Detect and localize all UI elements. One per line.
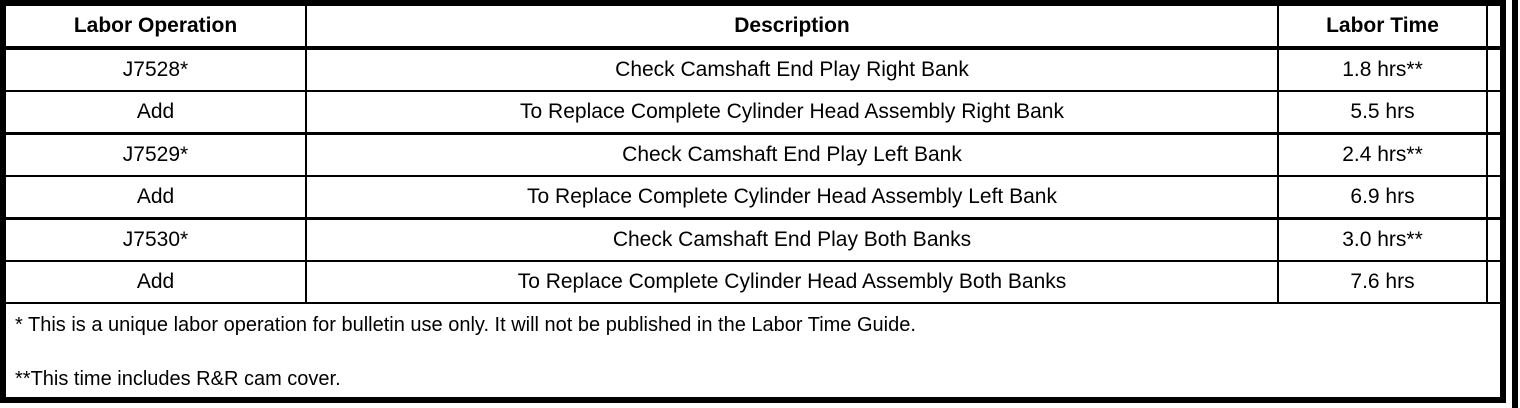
table-row: J7530* Check Camshaft End Play Both Bank… [6, 220, 1500, 262]
cell-description: To Replace Complete Cylinder Head Assemb… [307, 262, 1279, 302]
table-row: J7529* Check Camshaft End Play Left Bank… [6, 135, 1500, 177]
header-spacer-cell [1488, 6, 1500, 46]
cell-description: To Replace Complete Cylinder Head Assemb… [307, 177, 1279, 217]
cell-labor-operation: Add [6, 92, 307, 132]
header-description: Description [307, 6, 1279, 46]
cell-description: Check Camshaft End Play Both Banks [307, 220, 1279, 260]
table-row: Add To Replace Complete Cylinder Head As… [6, 262, 1500, 304]
cell-spacer [1488, 50, 1500, 90]
cell-labor-time: 3.0 hrs** [1279, 220, 1488, 260]
table-row: J7528* Check Camshaft End Play Right Ban… [6, 50, 1500, 92]
footnote-rr-cam-cover: **This time includes R&R cam cover. [15, 368, 341, 390]
cell-description: Check Camshaft End Play Left Bank [307, 135, 1279, 175]
header-labor-operation: Labor Operation [6, 6, 307, 46]
cell-labor-time: 2.4 hrs** [1279, 135, 1488, 175]
cell-labor-operation: Add [6, 262, 307, 302]
header-labor-time: Labor Time [1279, 6, 1488, 46]
cell-labor-time: 6.9 hrs [1279, 177, 1488, 217]
cell-labor-operation: Add [6, 177, 307, 217]
cell-labor-operation: J7530* [6, 220, 307, 260]
table-row: Add To Replace Complete Cylinder Head As… [6, 92, 1500, 135]
cell-labor-time: 7.6 hrs [1279, 262, 1488, 302]
table-row: Add To Replace Complete Cylinder Head As… [6, 177, 1500, 220]
cell-description: To Replace Complete Cylinder Head Assemb… [307, 92, 1279, 132]
page-edge-bar [1512, 0, 1518, 408]
cell-labor-time: 5.5 hrs [1279, 92, 1488, 132]
cell-spacer [1488, 177, 1500, 217]
table-header-row: Labor Operation Description Labor Time [6, 6, 1500, 50]
table-footnotes: * This is a unique labor operation for b… [6, 304, 1500, 397]
cell-description: Check Camshaft End Play Right Bank [307, 50, 1279, 90]
cell-spacer [1488, 135, 1500, 175]
footnote-unique-operation: * This is a unique labor operation for b… [15, 314, 916, 336]
cell-labor-time: 1.8 hrs** [1279, 50, 1488, 90]
cell-labor-operation: J7528* [6, 50, 307, 90]
cell-spacer [1488, 262, 1500, 302]
cell-spacer [1488, 220, 1500, 260]
labor-time-table: Labor Operation Description Labor Time J… [0, 0, 1506, 403]
cell-labor-operation: J7529* [6, 135, 307, 175]
cell-spacer [1488, 92, 1500, 132]
